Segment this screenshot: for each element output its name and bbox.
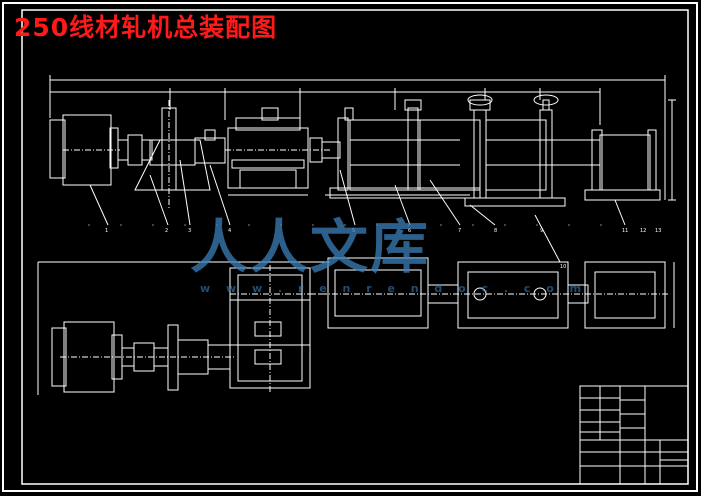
watermark-url: w w w . r e n r e n d o c . c o m (200, 282, 588, 295)
part-callout: 10 (560, 264, 566, 270)
elevation-view (49, 75, 676, 263)
part-callout: 6 (408, 228, 411, 234)
part-callout: 11 (622, 228, 628, 234)
part-callout: 1 (105, 228, 108, 234)
part-callout: 9 (540, 228, 543, 234)
part-callout: 8 (494, 228, 497, 234)
part-callout: 2 (165, 228, 168, 234)
part-callout: 5 (352, 228, 355, 234)
inner-frame (21, 9, 689, 485)
watermark-logo: 人人文库 (190, 213, 431, 281)
part-callout: 7 (458, 228, 461, 234)
plan-view (37, 257, 675, 395)
part-callout: 3 (188, 228, 191, 234)
part-callout: 4 (228, 228, 231, 234)
part-callout: 13 (655, 228, 661, 234)
title-block (579, 385, 689, 485)
roll-stand-1 (337, 117, 349, 191)
motor (49, 119, 66, 179)
drawing-title: 250线材轧机总装配图 (14, 13, 278, 42)
roll-stand-plan-3 (584, 261, 666, 329)
part-callout: 12 (640, 228, 646, 234)
